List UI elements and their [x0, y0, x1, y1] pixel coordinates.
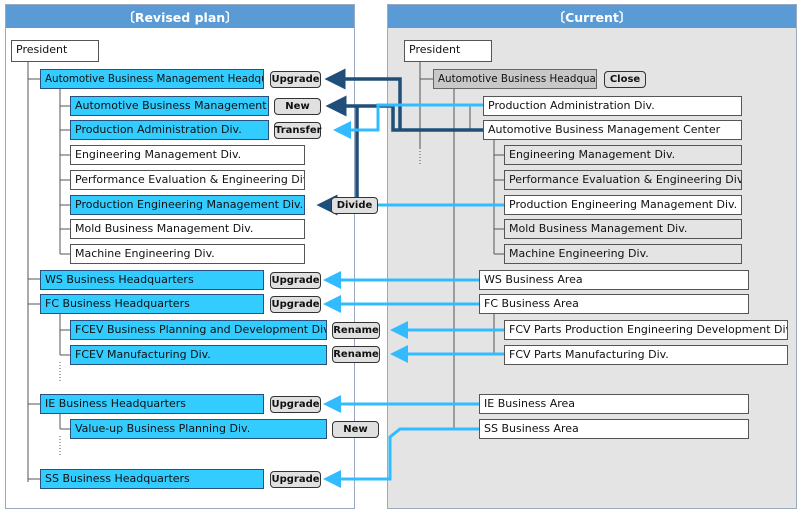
tag-new: New — [332, 421, 379, 438]
current-item-fcv-parts-dev-div: FCV Parts Production Engineering Develop… — [504, 320, 788, 340]
tag-rename: Rename — [332, 346, 380, 363]
light-arrows — [323, 103, 504, 488]
tag-new: New — [274, 98, 321, 115]
revised-item-fcev-planning-div: FCEV Business Planning and Development D… — [70, 320, 327, 340]
current-item-automotive-mgmt-center: Automotive Business Management Center — [483, 120, 742, 140]
tag-upgrade: Upgrade — [270, 471, 321, 488]
current-title: 〔Current〕 — [388, 5, 796, 28]
current-president: President — [404, 40, 492, 62]
revised-item-ss-hq: SS Business Headquarters — [40, 469, 264, 489]
current-item-ie-area: IE Business Area — [479, 394, 749, 414]
current-tree-lines — [419, 62, 504, 430]
current-item-performance-eval-div: Performance Evaluation & Engineering Div… — [504, 170, 742, 190]
tag-upgrade: Upgrade — [270, 396, 321, 413]
tag-divide: Divide — [331, 197, 378, 214]
current-item-ws-area: WS Business Area — [479, 270, 749, 290]
tag-upgrade: Upgrade — [270, 296, 321, 313]
revised-plan-title: 〔Revised plan〕 — [6, 5, 354, 28]
tag-upgrade: Upgrade — [270, 272, 321, 289]
current-item-fc-area: FC Business Area — [479, 294, 749, 314]
current-item-fcv-parts-mfg-div: FCV Parts Manufacturing Div. — [504, 345, 788, 365]
current-item-mold-business-div: Mold Business Management Div. — [504, 219, 742, 239]
revised-president: President — [11, 40, 99, 62]
current-item-engineering-mgmt-div: Engineering Management Div. — [504, 145, 742, 165]
revised-item-ie-hq: IE Business Headquarters — [40, 394, 264, 414]
tag-rename: Rename — [332, 322, 380, 339]
revised-item-production-admin-div: Production Administration Div. — [70, 120, 269, 140]
current-item-automotive-hq: Automotive Business Headquarters — [433, 69, 597, 89]
revised-item-mold-business-div: Mold Business Management Div. — [70, 219, 305, 239]
revised-item-automotive-mgmt-div: Automotive Business Management Div. — [70, 96, 269, 116]
revised-item-ws-hq: WS Business Headquarters — [40, 270, 264, 290]
tag-upgrade: Upgrade — [270, 71, 321, 88]
tag-transfer: Transfer — [274, 122, 322, 139]
revised-item-performance-eval-div: Performance Evaluation & Engineering Div… — [70, 170, 305, 190]
current-item-production-eng-mgmt-div: Production Engineering Management Div. — [504, 195, 742, 215]
current-item-ss-area: SS Business Area — [479, 419, 749, 439]
revised-item-fc-hq: FC Business Headquarters — [40, 294, 264, 314]
current-item-production-admin-div: Production Administration Div. — [483, 96, 742, 116]
revised-item-fcev-manufacturing-div: FCEV Manufacturing Div. — [70, 345, 327, 365]
revised-tree-lines — [27, 62, 70, 482]
revised-item-engineering-mgmt-div: Engineering Management Div. — [70, 145, 305, 165]
revised-item-machine-eng-div: Machine Engineering Div. — [70, 244, 305, 264]
dark-arrows — [316, 68, 483, 216]
tag-close: Close — [604, 71, 646, 88]
revised-item-production-eng-mgmt-div: Production Engineering Management Div. — [70, 195, 305, 215]
revised-item-value-up-div: Value-up Business Planning Div. — [70, 419, 327, 439]
current-item-machine-eng-div: Machine Engineering Div. — [504, 244, 742, 264]
revised-item-automotive-hq: Automotive Business Management Headquart… — [40, 69, 264, 89]
